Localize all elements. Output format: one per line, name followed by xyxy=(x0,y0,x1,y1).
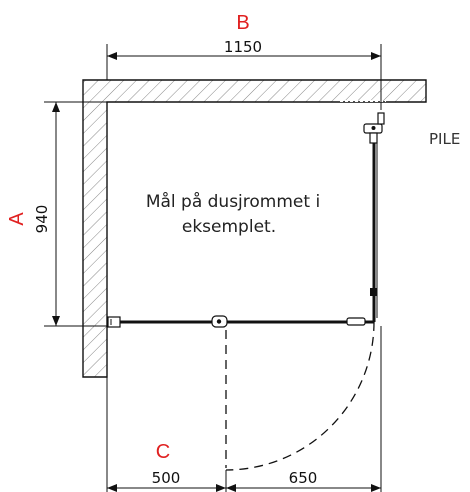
dimension-right-part-value: 650 xyxy=(289,469,318,487)
pile-bracket xyxy=(363,112,385,144)
door-handle xyxy=(346,317,366,326)
dimension-depth xyxy=(44,101,107,327)
dimension-depth-value: 940 xyxy=(33,205,51,234)
label-pile: PILE xyxy=(429,130,460,148)
dimension-left-part-value: 500 xyxy=(152,469,181,487)
door-swing xyxy=(225,321,375,471)
wall-profile-left xyxy=(107,316,121,328)
label-c: C xyxy=(156,441,170,463)
note-line-1: Mål på dusjrommet i xyxy=(146,191,320,212)
dimension-bottom xyxy=(106,326,382,492)
dimension-width xyxy=(106,44,382,110)
note-line-2: eksemplet. xyxy=(182,217,276,237)
label-a: A xyxy=(6,212,28,226)
shower-glass xyxy=(107,112,385,328)
corner-fitting xyxy=(370,288,377,296)
label-b: B xyxy=(236,12,249,34)
door-swing-arc xyxy=(225,321,375,471)
dimension-width-value: 1150 xyxy=(224,38,262,56)
